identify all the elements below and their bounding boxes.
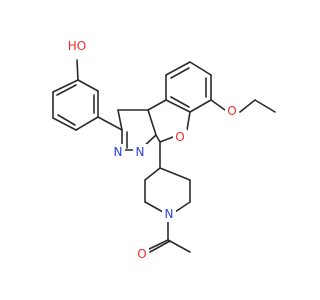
molecule-structure: HO O O N N N O (52, 38, 276, 262)
pyrazoline-n2-label: N (136, 145, 145, 159)
ring-oxygen-label: O (175, 130, 184, 144)
bond-lines (52, 59, 276, 253)
carbonyl-oxygen-label: O (137, 247, 146, 261)
piperidine-nitrogen-label: N (165, 207, 174, 221)
hydroxyl-oxygen-label: HO (68, 39, 86, 53)
atom-labels: HO O O N N N O (64, 38, 239, 262)
pyrazoline-n1-label: N (114, 145, 123, 159)
ether-oxygen-label: O (227, 104, 236, 118)
